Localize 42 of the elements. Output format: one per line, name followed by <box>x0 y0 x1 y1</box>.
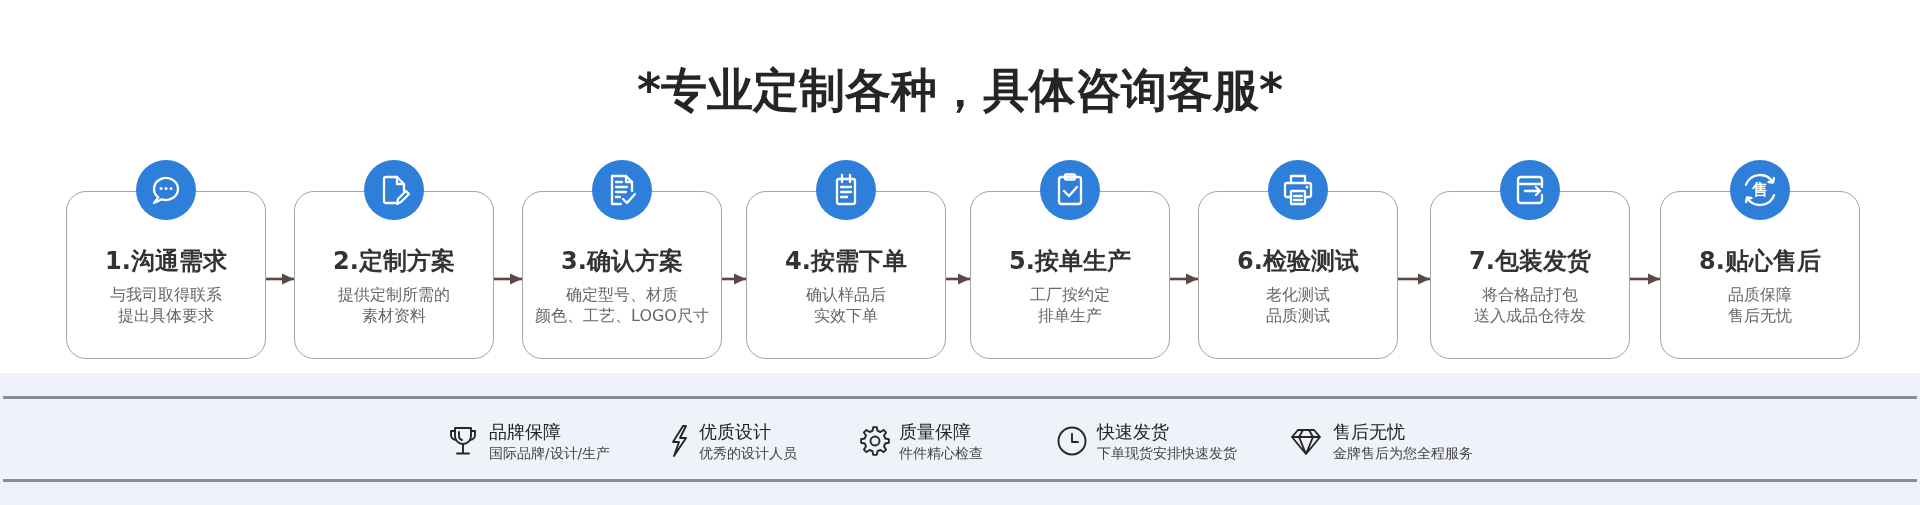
feature-description: 国际品牌/设计/生产 <box>489 445 611 462</box>
arrow <box>266 273 294 285</box>
step-title: 7.包装发货 <box>1469 246 1591 276</box>
step-description: 与我司取得联系提出具体要求 <box>110 284 222 326</box>
arrow <box>946 273 970 285</box>
step-card <box>294 191 494 359</box>
feature-title: 快速发货 <box>1097 421 1169 442</box>
step-card <box>970 191 1170 359</box>
step-description: 工厂按约定排单生产 <box>1030 284 1110 326</box>
feature-description: 下单现货安排快速发货 <box>1097 445 1237 462</box>
arrow <box>1630 273 1660 285</box>
step-description: 提供定制所需的素材资料 <box>338 284 450 326</box>
step-title: 8.贴心售后 <box>1699 246 1821 276</box>
feature-title: 优质设计 <box>699 421 771 442</box>
step-card <box>746 191 946 359</box>
page-title: *专业定制各种，具体咨询客服* <box>636 62 1284 118</box>
step-card <box>522 191 722 359</box>
arrow <box>494 273 522 285</box>
step-title: 4.按需下单 <box>785 246 907 276</box>
feature-title: 品牌保障 <box>489 421 561 442</box>
step-description: 品质保障售后无忧 <box>1728 284 1792 326</box>
arrow <box>722 273 746 285</box>
step-card <box>1198 191 1398 359</box>
feature-description: 金牌售后为您全程服务 <box>1333 445 1473 462</box>
step-title: 2.定制方案 <box>333 246 455 276</box>
step-description: 将合格品打包送入成品仓待发 <box>1474 284 1586 326</box>
arrow <box>1398 273 1430 285</box>
feature-description: 件件精心检查 <box>899 445 983 462</box>
step-title: 3.确认方案 <box>561 246 683 276</box>
step-title: 1.沟通需求 <box>105 246 227 276</box>
arrow <box>1170 273 1198 285</box>
feature-description: 优秀的设计人员 <box>699 445 797 462</box>
step-card <box>66 191 266 359</box>
service-character: 售 <box>1752 181 1768 199</box>
step-card <box>1430 191 1630 359</box>
step-description: 确认样品后实效下单 <box>806 284 886 326</box>
step-description: 老化测试品质测试 <box>1266 284 1330 326</box>
feature-title: 售后无忧 <box>1333 421 1405 442</box>
step-title: 6.检验测试 <box>1237 246 1359 276</box>
step-description: 确定型号、材质颜色、工艺、LOGO尺寸 <box>535 284 709 326</box>
step-title: 5.按单生产 <box>1009 246 1131 276</box>
feature-title: 质量保障 <box>899 421 971 442</box>
